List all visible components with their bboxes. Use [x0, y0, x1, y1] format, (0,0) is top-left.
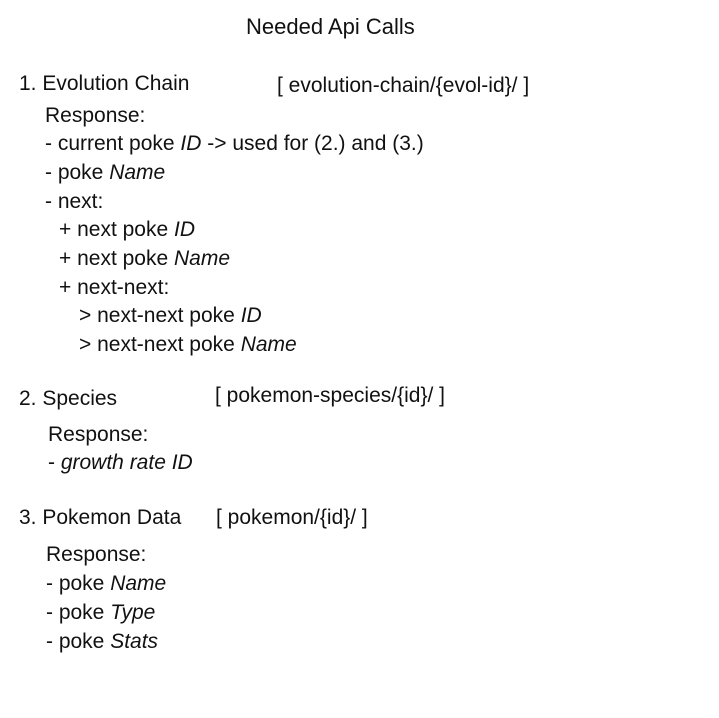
section-2-response-label: Response:: [48, 423, 149, 446]
section-3-line-3: - poke Stats: [46, 630, 159, 653]
section-3-endpoint: [ pokemon/{id}/ ]: [216, 506, 368, 529]
section-1-endpoint: [ evolution-chain/{evol-id}/ ]: [277, 74, 530, 97]
section-1-response-label: Response:: [45, 104, 146, 127]
section-3-line-1: - poke Name: [46, 572, 167, 595]
section-1-line-7: > next-next poke ID: [79, 304, 262, 327]
section-2-heading: 2. Species: [19, 387, 118, 410]
section-3-line-2: - poke Type: [46, 601, 156, 624]
section-3-response-label: Response:: [46, 543, 147, 566]
section-1-line-8: > next-next poke Name: [79, 333, 297, 356]
section-2-line-1: - growth rate ID: [48, 451, 193, 474]
section-1-line-3: - next:: [45, 190, 104, 213]
section-1-line-5: + next poke Name: [59, 247, 231, 270]
section-1-line-4: + next poke ID: [59, 218, 195, 241]
section-1-heading: 1. Evolution Chain: [19, 72, 190, 95]
section-3-heading: 3. Pokemon Data: [19, 506, 182, 529]
page-title: Needed Api Calls: [246, 14, 415, 39]
section-1-line-2: - poke Name: [45, 161, 166, 184]
section-1-line-6: + next-next:: [59, 276, 170, 299]
section-1-line-1: - current poke ID -> used for (2.) and (…: [45, 132, 424, 155]
section-2-endpoint: [ pokemon-species/{id}/ ]: [215, 384, 445, 407]
